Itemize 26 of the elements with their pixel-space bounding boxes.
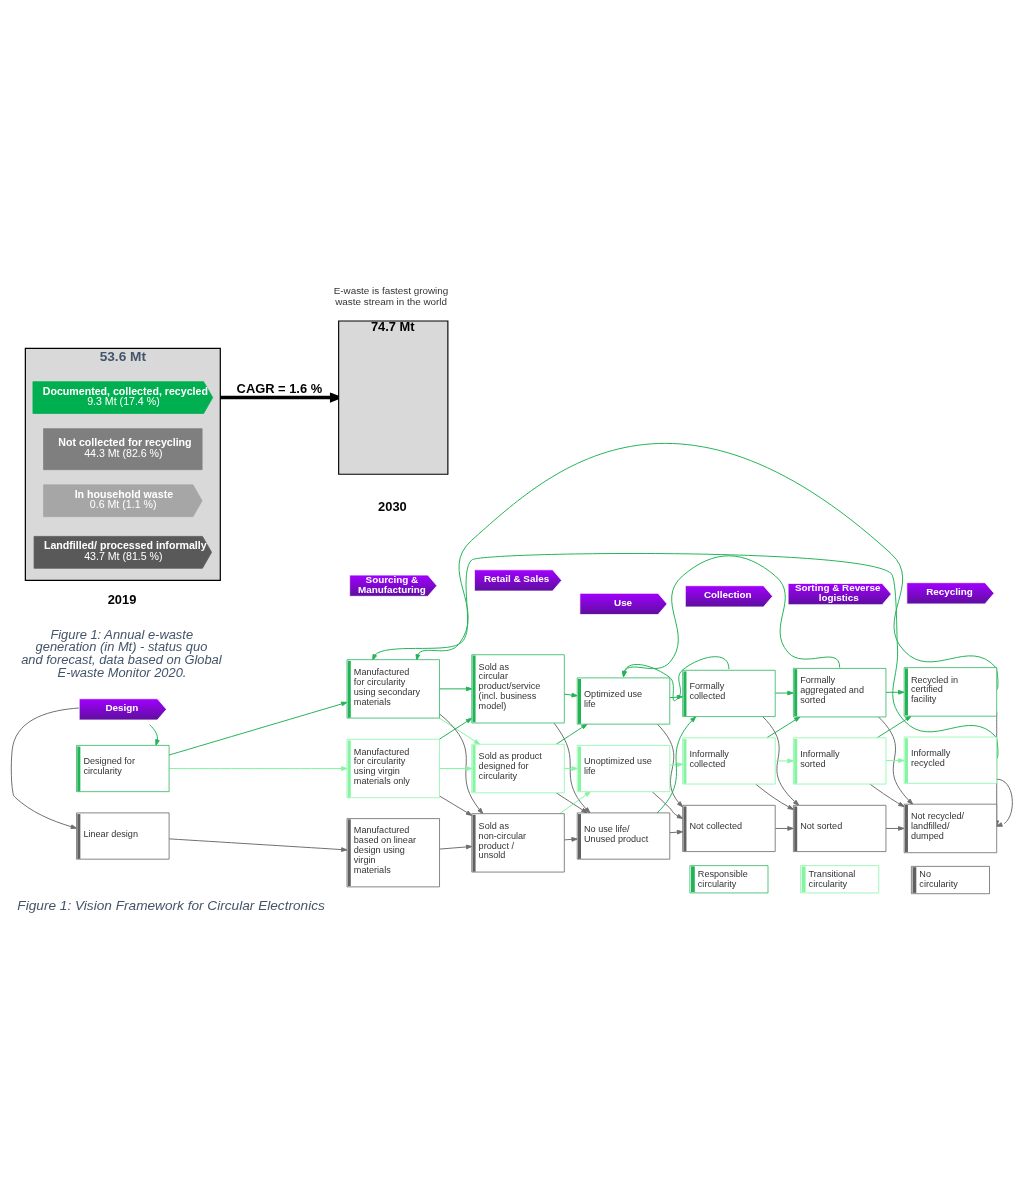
node-text: Manufactured for circularity using secondary materials	[353, 666, 421, 706]
node-text: Sold as non-circular product / unsold	[478, 820, 527, 860]
edge-label: CAGR = 1.6 %	[236, 380, 323, 396]
legend-label: Transitional circularity	[808, 868, 856, 889]
node-text: Manufactured for circularity using virgin materials only	[353, 746, 410, 786]
node-text: Optimized use life	[584, 688, 643, 709]
node-text: Unoptimized use life	[584, 755, 652, 776]
node-text: Not recycled/ landfilled/ dumped	[910, 810, 965, 841]
node-label: 2030	[378, 498, 407, 514]
node-text: Designed for circularity	[83, 755, 135, 776]
label: E-waste is fastest growing waste stream in the world	[333, 284, 449, 307]
label: Figure 1: Annual e-waste generation (in Mt) - status quo and forecast, data based on Global E-waste Monitor 2020.	[21, 626, 222, 680]
node-text: Not sorted	[800, 820, 843, 831]
node-text: Sold as product designed for circularity	[478, 750, 542, 781]
node-text: Not collected	[689, 820, 743, 831]
node-text: Informally collected	[689, 748, 729, 769]
legend-label: No circularity	[919, 868, 958, 889]
caption: Figure 1: Vision Framework for Circular Electronics	[17, 897, 325, 913]
node-text: Informally sorted	[800, 748, 840, 769]
node-text: Formally aggregated and sorted	[800, 674, 864, 705]
node-text: No use life/ Unused product	[584, 823, 649, 844]
node-label: 2019	[107, 591, 137, 607]
node-text: Recycled in certified facility	[910, 674, 959, 704]
legend-label: Responsible circularity	[697, 868, 748, 889]
node-text: Formally collected	[689, 680, 726, 701]
node-text: Sold as circular product/service (incl. business model)	[478, 661, 541, 711]
